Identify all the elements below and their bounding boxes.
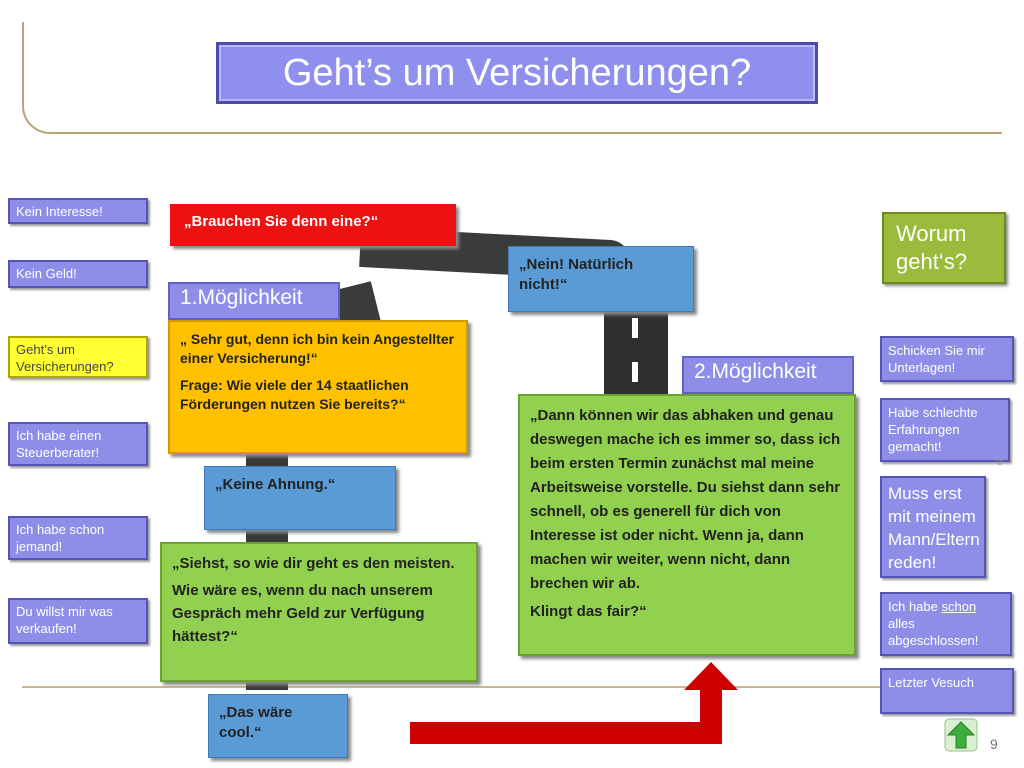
menu-kein-interesse[interactable]: Kein Interesse! xyxy=(8,198,148,224)
option2-text-b: Klingt das fair?“ xyxy=(530,603,647,620)
question-callout: „Brauchen Sie denn eine?“ xyxy=(170,204,456,246)
option1-text-a: „ Sehr gut, denn ich bin kein Angestellt… xyxy=(180,331,455,366)
cool-callout: „Das wäre cool.“ xyxy=(208,694,348,758)
menu-unterlagen[interactable]: Schicken Sie mir Unterlagen! xyxy=(880,336,1014,382)
menu-schon-jemand[interactable]: Ich habe schon jemand! xyxy=(8,516,148,560)
frame-divider xyxy=(62,132,1002,134)
bottom-divider xyxy=(22,686,1002,688)
worum-button[interactable]: Worum geht‘s? xyxy=(882,212,1006,284)
menu-verkaufen[interactable]: Du willst mir was verkaufen! xyxy=(8,598,148,644)
page-number: 9 xyxy=(990,736,998,752)
copyright-mark: © xyxy=(994,455,1005,466)
no-idea-callout: „Keine Ahnung.“ xyxy=(204,466,396,530)
menu-schon-abgeschlossen[interactable]: Ich habe schon alles abgeschlossen! xyxy=(880,592,1012,656)
menu-mann-eltern[interactable]: Muss erst mit meinem Mann/Eltern reden! xyxy=(880,476,986,578)
menu-schlechte-erfahrungen[interactable]: Habe schlechte Erfahrungen gemacht! xyxy=(880,398,1010,462)
menu-letzter-versuch[interactable]: Letzter Vesuch xyxy=(880,668,1014,714)
option2-callout: „Dann können wir das abhaken und genau d… xyxy=(518,394,856,656)
red-arrow-head xyxy=(684,662,738,690)
red-arrow-shaft xyxy=(410,722,722,744)
option1-text-b: Frage: Wie viele der 14 staatlichen Förd… xyxy=(180,377,409,412)
abgeschlossen-link[interactable]: schon xyxy=(941,599,977,614)
red-arrow-riser xyxy=(700,686,722,744)
option1-callout: „ Sehr gut, denn ich bin kein Angestellt… xyxy=(168,320,468,454)
option2-text-a: „Dann können wir das abhaken und genau d… xyxy=(530,407,841,592)
menu-versicherungen[interactable]: Geht’s um Versicherungen? xyxy=(8,336,148,378)
answer-no-callout: „Nein! Natürlich nicht!“ xyxy=(508,246,694,312)
menu-steuerberater[interactable]: Ich habe einen Steuerberater! xyxy=(8,422,148,466)
frame-curve xyxy=(22,22,62,134)
option1-label: 1.Möglichkeit xyxy=(168,282,340,320)
see-text-a: „Siehst, so wie dir geht es den meisten. xyxy=(172,555,455,572)
see-callout: „Siehst, so wie dir geht es den meisten.… xyxy=(160,542,478,682)
up-arrow-icon[interactable] xyxy=(944,718,978,752)
page-title: Geht’s um Versicherungen? xyxy=(216,42,818,104)
see-text-b: Wie wäre es, wenn du nach unserem Gesprä… xyxy=(172,582,433,645)
abgeschlossen-pre: Ich habe xyxy=(888,599,942,614)
menu-kein-geld[interactable]: Kein Geld! xyxy=(8,260,148,288)
abgeschlossen-post: alles abgeschlossen! xyxy=(888,616,979,648)
option2-label: 2.Möglichkeit xyxy=(682,356,854,394)
